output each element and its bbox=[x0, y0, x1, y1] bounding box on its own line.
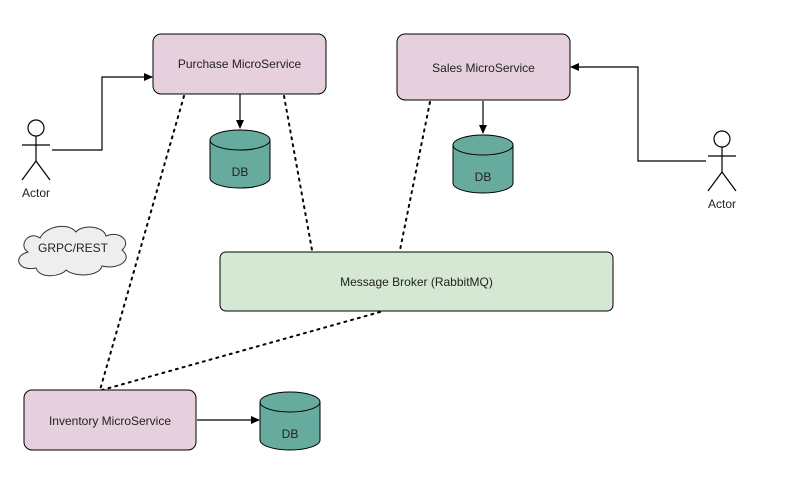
purchase-to-broker-link bbox=[283, 95, 313, 251]
purchase-db[interactable]: DB bbox=[209, 129, 271, 189]
sales-db-label: DB bbox=[475, 170, 492, 184]
purchase-service[interactable]: Purchase MicroService bbox=[152, 33, 327, 95]
purchase-service-label: Purchase MicroService bbox=[178, 57, 302, 71]
grpc-rest-cloud[interactable]: GRPC/REST bbox=[18, 225, 127, 277]
inventory-service[interactable]: Inventory MicroService bbox=[23, 389, 197, 451]
broker-to-inventory-link bbox=[101, 311, 381, 391]
inventory-service-label: Inventory MicroService bbox=[49, 414, 171, 428]
sales-db[interactable]: DB bbox=[452, 134, 514, 194]
inventory-db-label: DB bbox=[282, 427, 299, 441]
dotted-connectors bbox=[99, 95, 431, 391]
arrow-connectors bbox=[52, 63, 706, 424]
left-actor-to-purchase-arrow bbox=[52, 73, 153, 151]
purchase-to-inventory-link bbox=[99, 95, 185, 391]
left-actor-label: Actor bbox=[22, 186, 50, 200]
right-actor-head-icon bbox=[713, 130, 731, 148]
message-broker[interactable]: Message Broker (RabbitMQ) bbox=[219, 251, 614, 312]
right-actor-label: Actor bbox=[708, 197, 736, 211]
cloud-icon bbox=[18, 225, 127, 277]
sales-service[interactable]: Sales MicroService bbox=[396, 33, 571, 101]
cloud-label: GRPC/REST bbox=[38, 241, 109, 255]
right-actor[interactable] bbox=[707, 130, 737, 192]
message-broker-label: Message Broker (RabbitMQ) bbox=[340, 275, 493, 289]
sales-service-label: Sales MicroService bbox=[432, 61, 535, 75]
purchase-db-label: DB bbox=[232, 165, 249, 179]
right-actor-to-sales-arrow bbox=[570, 63, 706, 162]
left-actor-head-icon bbox=[27, 119, 45, 137]
sales-to-broker-link bbox=[399, 101, 431, 251]
left-actor[interactable] bbox=[21, 119, 51, 181]
inventory-db[interactable]: DB bbox=[259, 391, 321, 451]
